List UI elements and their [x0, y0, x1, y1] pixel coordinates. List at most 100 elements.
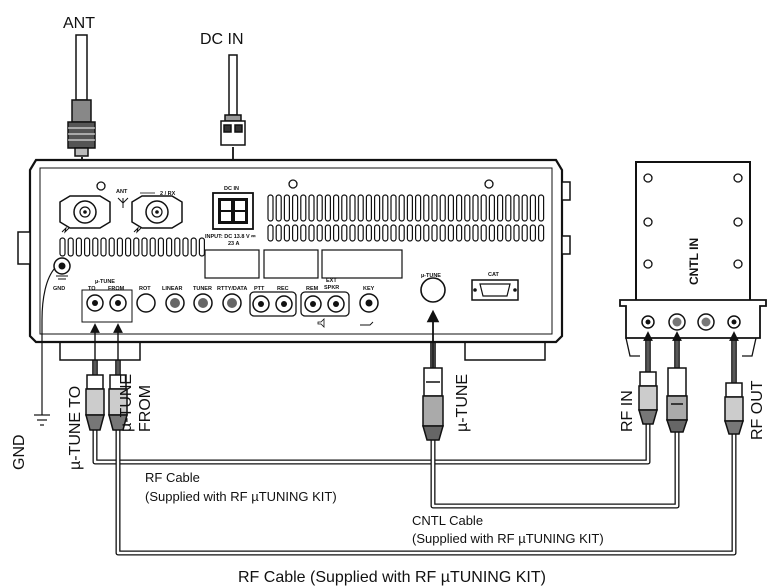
vent-slot [522, 195, 527, 221]
vent-slot [530, 225, 535, 241]
vent-slot [284, 225, 289, 241]
ground-symbol-icon [34, 415, 50, 425]
vent-slot [317, 195, 322, 221]
vent-slot [358, 195, 363, 221]
rf-cable-2-label: RF Cable (Supplied with RF µTUNING KIT) [238, 569, 546, 586]
tuner-jack-label: TUNER [193, 286, 212, 292]
vent-slot [191, 238, 196, 256]
mu-tune-group-label: µ-TUNE [95, 279, 115, 285]
vent-slot [375, 195, 380, 221]
linear-jack-label: LINEAR [162, 286, 183, 292]
vent-slot [76, 238, 81, 256]
vent-slot [126, 238, 131, 256]
vent-slot [342, 225, 347, 241]
dc-in-socket: DC IN INPUT: DC 13.8 V ⎓ 23 A [205, 186, 256, 247]
rf-out-label: RF OUT [749, 380, 766, 440]
vent-slot [68, 238, 73, 256]
vent-slot [325, 225, 330, 241]
vent-slot [358, 225, 363, 241]
dc-in-socket-label: DC IN [224, 186, 239, 192]
vent-slot [416, 225, 421, 241]
vent-slot [350, 195, 355, 221]
vent-slot [465, 225, 470, 241]
rf-cable-rf-in [95, 408, 648, 462]
dc-in-label: DC IN [200, 31, 244, 48]
vent-slot [142, 238, 147, 256]
ext-spkr-label-1: EXT [326, 278, 337, 284]
vent-slot [383, 195, 388, 221]
input-rating-label: INPUT: DC 13.8 V ⎓ [205, 234, 256, 240]
vent-slot [506, 195, 511, 221]
vent-slot [175, 238, 180, 256]
vent-slot [109, 238, 114, 256]
vent-slot [448, 225, 453, 241]
vent-slot [85, 238, 90, 256]
vent-slot [284, 195, 289, 221]
rf-cable-1-title: RF Cable [145, 470, 200, 485]
vent-slot [317, 225, 322, 241]
rf-cable-1-note: (Supplied with RF µTUNING KIT) [145, 489, 337, 504]
vent-slot [489, 195, 494, 221]
vent-slot [539, 195, 544, 221]
vent-slot [473, 195, 478, 221]
vent-slot [183, 238, 188, 256]
vent-slot [309, 225, 314, 241]
vent-slot [481, 225, 486, 241]
vent-slot [334, 225, 339, 241]
vent-slot [150, 238, 155, 256]
vent-slot [199, 238, 204, 256]
vent-slot [334, 195, 339, 221]
cntl-cable-title: CNTL Cable [412, 513, 483, 528]
label-plate [205, 250, 259, 278]
rca-plug-rf-in [639, 372, 657, 424]
vent-slot [101, 238, 106, 256]
vent-slot [301, 225, 306, 241]
key-jack-label: KEY [363, 286, 375, 292]
mu-tune-from-cable-label-2: FROM [137, 385, 154, 432]
mu-tune-cable-label: µ-TUNE [454, 374, 471, 432]
vent-slot [514, 225, 519, 241]
mu-tune-to-cable-label: µ-TUNE TO [67, 386, 84, 470]
vent-slot [407, 225, 412, 241]
rot-jack-label: ROT [139, 286, 151, 292]
vent-slot [117, 238, 122, 256]
cntl-plug-tuner [667, 368, 687, 432]
vent-slot [473, 225, 478, 241]
tuner-jack: TUNER [193, 286, 212, 312]
vent-slot [539, 225, 544, 241]
mu-tune-from-cable-label-1: µ-TUNE [118, 374, 135, 432]
ext-spkr-label-2: SPKR [324, 285, 339, 291]
vent-slot [268, 195, 273, 221]
cntl-cable-note: (Supplied with RF µTUNING KIT) [412, 531, 604, 546]
vent-slot [489, 225, 494, 241]
vent-slot [391, 225, 396, 241]
label-plate [322, 250, 402, 278]
ant-label: ANT [63, 15, 95, 32]
vent-slot [457, 195, 462, 221]
rca-plug-mu-tune-to [86, 375, 104, 430]
gnd-label: GND [11, 434, 28, 470]
mu-tune-from-label: FROM [108, 286, 125, 292]
vent-slot [134, 238, 139, 256]
vent-slot [375, 225, 380, 241]
vent-slot [465, 195, 470, 221]
vent-slot [514, 195, 519, 221]
vent-slot [293, 225, 298, 241]
vent-slot [366, 225, 371, 241]
vent-slot [498, 195, 503, 221]
mu-tuning-unit: CNTL IN [620, 162, 766, 356]
label-plate [264, 250, 318, 278]
vent-slot [383, 225, 388, 241]
vent-slot [391, 195, 396, 221]
vent-slot [342, 195, 347, 221]
vent-slot [522, 225, 527, 241]
ant-jack-label: ANT [116, 189, 128, 195]
vent-slot [432, 225, 437, 241]
rf-in-label: RF IN [619, 390, 636, 432]
vent-slot [399, 225, 404, 241]
rem-jack-label: REM [306, 286, 319, 292]
vent-slot [366, 195, 371, 221]
vent-slot [530, 195, 535, 221]
